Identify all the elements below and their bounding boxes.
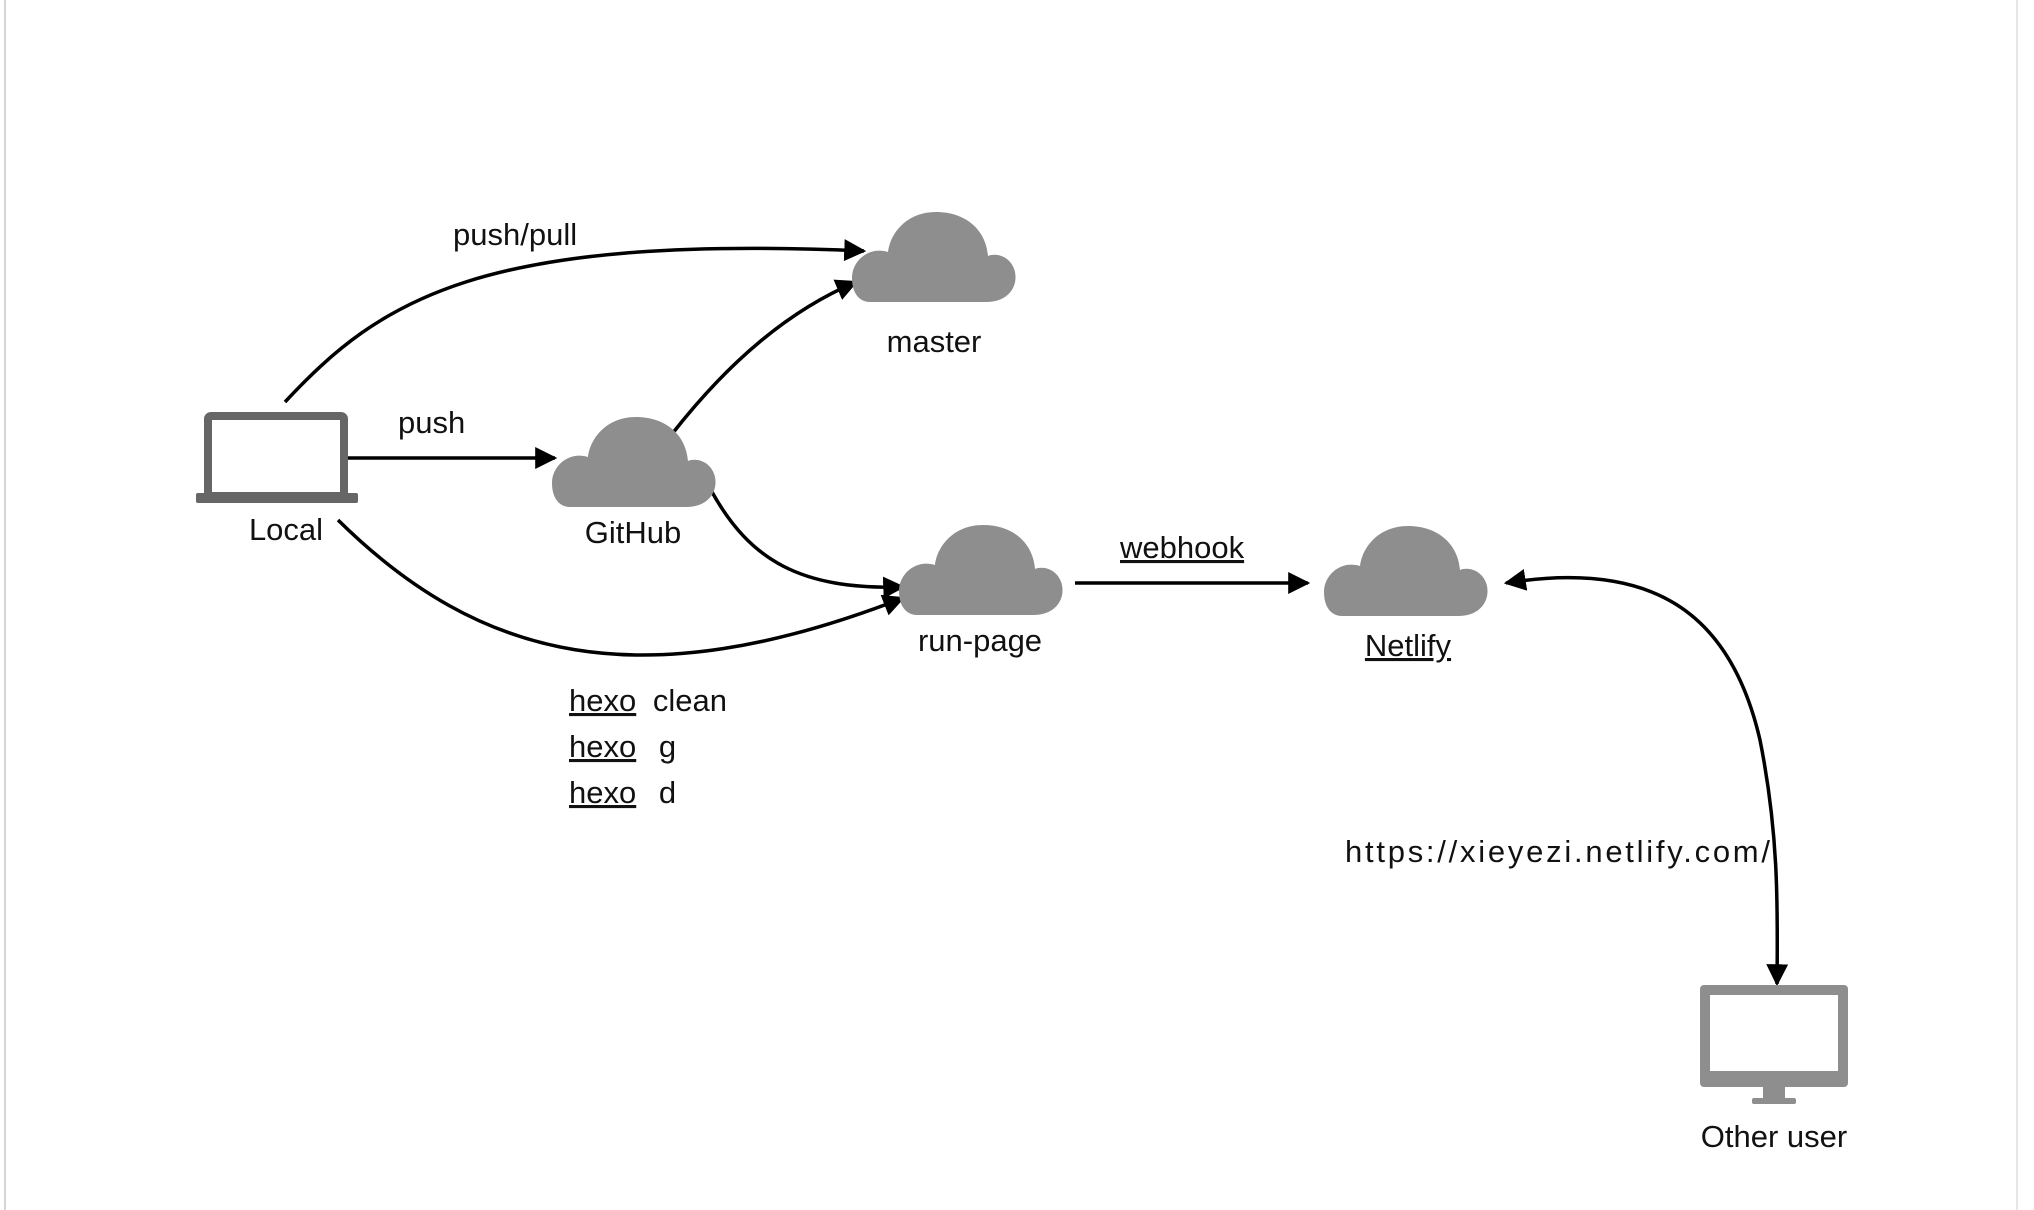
cloud-icon [1324,526,1488,616]
command-name: hexo [569,775,636,810]
edge-label-webhook: webhook [1119,530,1245,565]
command-line: hexo d [569,775,676,810]
edges [283,239,1789,987]
edge-local-runpage [336,518,906,657]
cloud-icon [852,212,1016,302]
command-name: hexo [569,729,636,764]
edge-label-url: https://xieyezi.netlify.com/ [1345,834,1770,869]
edge-netlify-otheruser [1503,569,1789,987]
node-local: Local [196,412,358,547]
node-run-page: run-page [899,525,1063,658]
edge-label-push: push [398,405,465,440]
command-arg: g [659,729,676,764]
edge-label-push-pull: push/pull [453,217,577,252]
node-label-run-page: run-page [918,623,1042,658]
page-left-border [4,0,6,1210]
node-label-other-user: Other user [1701,1119,1847,1154]
command-line: hexo clean [569,683,727,718]
cloud-icon [552,417,716,507]
node-label-master: master [887,324,982,359]
node-label-local: Local [249,512,323,547]
edge-github-master [670,279,859,436]
command-line: hexo g [569,729,676,764]
command-arg: clean [653,683,727,718]
node-github: GitHub [552,417,716,550]
command-arg: d [659,775,676,810]
node-label-github: GitHub [585,515,681,550]
monitor-icon [1700,985,1848,1104]
node-label-netlify: Netlify [1365,628,1452,663]
page-right-border [2016,0,2018,1210]
edge-github-runpage [710,491,906,599]
node-other-user: Other user [1700,985,1848,1154]
node-netlify: Netlify [1324,526,1488,663]
command-name: hexo [569,683,636,718]
cloud-icon [899,525,1063,615]
laptop-icon [196,412,358,503]
edge-local-master [283,239,867,404]
hexo-commands: hexo clean hexo g hexo d [569,683,727,810]
node-master: master [852,212,1016,359]
